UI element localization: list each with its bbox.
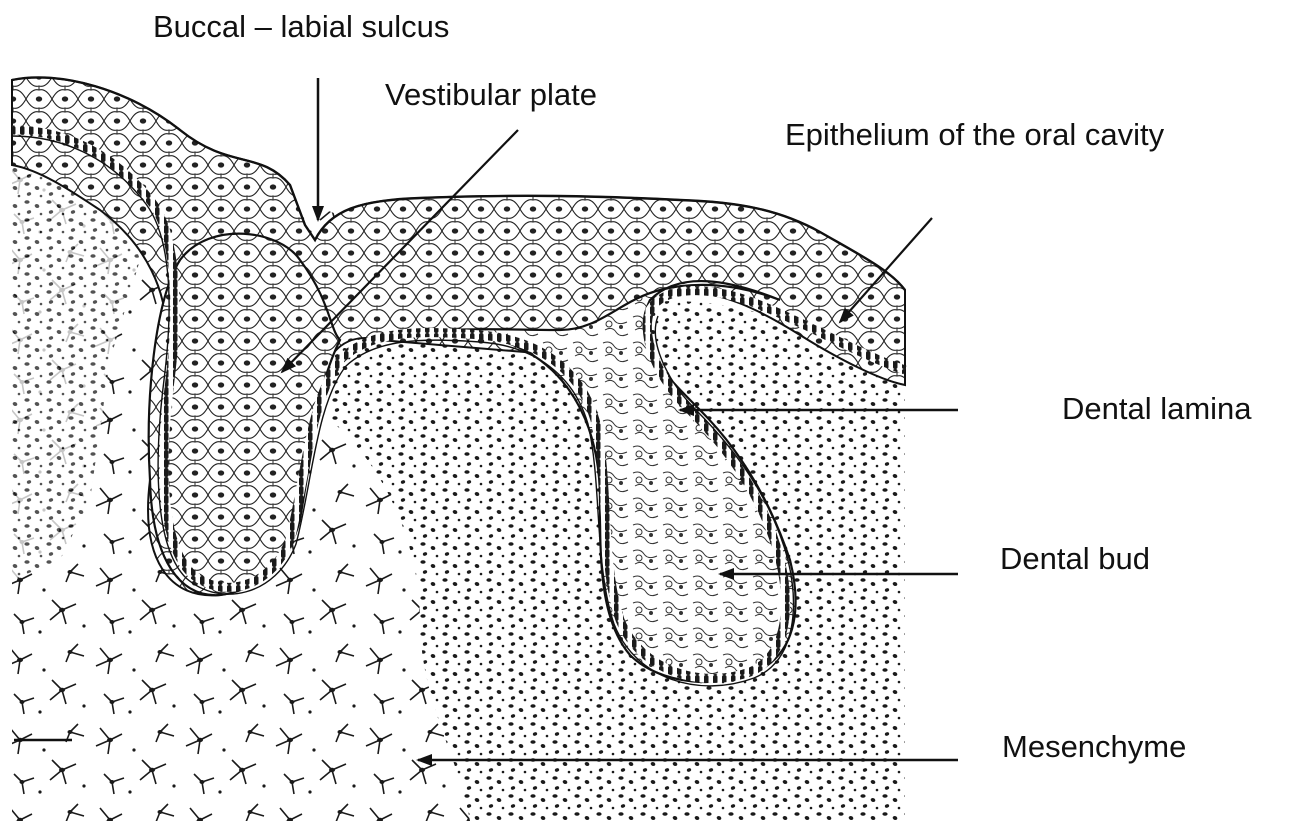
- label-dental-bud: Dental bud: [1000, 540, 1150, 578]
- label-epithelium-oral-cavity: Epithelium of the oral cavity: [785, 116, 1205, 154]
- label-vestibular-plate: Vestibular plate: [385, 76, 597, 114]
- label-dental-lamina: Dental lamina: [1062, 390, 1252, 428]
- label-buccal-labial-sulcus: Buccal – labial sulcus: [153, 8, 449, 46]
- label-mesenchyme: Mesenchyme: [1002, 728, 1186, 766]
